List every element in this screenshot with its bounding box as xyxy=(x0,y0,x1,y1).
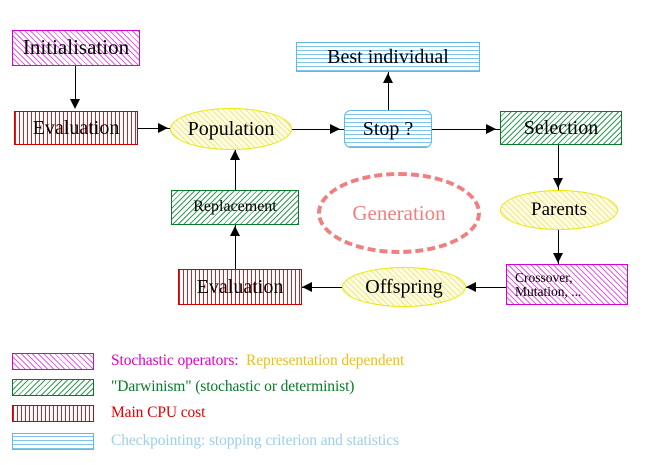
edge-init-to-eval-arrow xyxy=(69,99,80,109)
node-replacement-label: Replacement xyxy=(193,198,277,216)
node-offspring[interactable]: Offspring xyxy=(342,267,466,307)
edge-stop-to-best-arrow xyxy=(382,73,393,83)
node-selection[interactable]: Selection xyxy=(500,111,622,145)
edge-replacement-to-population-line xyxy=(235,150,237,190)
node-parents-label: Parents xyxy=(531,199,587,221)
legend-row-cpu-cost: Main CPU cost xyxy=(12,400,205,426)
legend-swatch-main-cpu-cost xyxy=(12,404,94,422)
edge-offspring-to-eval-line xyxy=(302,287,342,289)
legend-label-stochastic-operators: Stochastic operators: xyxy=(111,352,239,369)
edge-replacement-to-population-arrow xyxy=(229,150,240,160)
node-stop[interactable]: Stop ? xyxy=(344,110,432,148)
node-evaluation-top-label: Evaluation xyxy=(32,116,120,139)
node-generation-annotation: Generation xyxy=(317,172,481,254)
legend-label-darwinism: "Darwinism" (stochastic or determinist) xyxy=(111,378,355,395)
node-replacement[interactable]: Replacement xyxy=(171,190,299,225)
edge-eval-to-population-arrow xyxy=(158,122,168,133)
legend-swatch-checkpointing xyxy=(12,432,94,450)
legend-row-darwinism: "Darwinism" (stochastic or determinist) xyxy=(12,374,354,400)
edge-stop-to-selection-arrow xyxy=(486,123,496,134)
node-evaluation-bottom-label: Evaluation xyxy=(196,275,284,298)
legend-label-main-cpu-cost: Main CPU cost xyxy=(111,404,206,421)
edge-stop-to-best-line xyxy=(388,72,390,110)
node-population[interactable]: Population xyxy=(170,108,292,150)
node-evaluation-bottom[interactable]: Evaluation xyxy=(178,269,302,305)
edge-variation-to-offspring-arrow xyxy=(466,282,476,292)
edge-eval-to-replacement-line xyxy=(235,225,237,269)
node-stop-label: Stop ? xyxy=(362,117,414,140)
legend-row-stochastic: Stochastic operators: Representation dep… xyxy=(12,348,404,374)
edge-selection-to-parents-line xyxy=(558,145,560,190)
node-generation-label: Generation xyxy=(352,200,446,225)
node-evaluation-top[interactable]: Evaluation xyxy=(14,111,138,145)
edge-population-to-stop-arrow xyxy=(330,123,340,134)
node-variation-label-line2: Mutation, ... xyxy=(515,283,582,299)
edge-population-to-stop-line xyxy=(292,128,344,130)
node-parents[interactable]: Parents xyxy=(500,190,618,230)
legend-label-representation-dependent: Representation dependent xyxy=(246,352,405,369)
node-initialisation[interactable]: Initialisation xyxy=(12,30,140,66)
edge-variation-to-offspring-line xyxy=(466,287,506,289)
node-best-individual[interactable]: Best individual xyxy=(296,42,480,72)
edge-eval-to-replacement-arrow xyxy=(229,226,240,236)
edge-eval-to-population-line xyxy=(138,127,170,129)
node-variation[interactable]: Crossover, Mutation, ... xyxy=(506,264,628,305)
edge-selection-to-parents-arrow xyxy=(552,178,563,188)
edge-offspring-to-eval-arrow xyxy=(302,282,312,292)
node-initialisation-label: Initialisation xyxy=(22,35,130,60)
legend-text-stochastic: Stochastic operators: Representation dep… xyxy=(111,352,404,370)
node-best-individual-label: Best individual xyxy=(327,45,449,68)
edge-init-to-eval-line xyxy=(75,66,77,100)
legend-swatch-darwinism xyxy=(12,378,94,396)
edge-parents-to-variation-arrow xyxy=(552,253,563,263)
node-selection-label: Selection xyxy=(523,116,599,139)
legend-row-checkpointing: Checkpointing: stopping criterion and st… xyxy=(12,428,399,454)
legend-label-checkpointing: Checkpointing: stopping criterion and st… xyxy=(111,432,399,449)
node-variation-label-line1: Crossover, xyxy=(515,269,573,285)
edge-parents-to-variation-line xyxy=(558,230,560,264)
edge-stop-to-selection-line xyxy=(432,128,500,130)
node-population-label: Population xyxy=(187,117,275,140)
legend-swatch-stochastic-operators xyxy=(12,352,94,370)
node-offspring-label: Offspring xyxy=(365,275,443,298)
legend: Stochastic operators: Representation dep… xyxy=(0,336,670,465)
